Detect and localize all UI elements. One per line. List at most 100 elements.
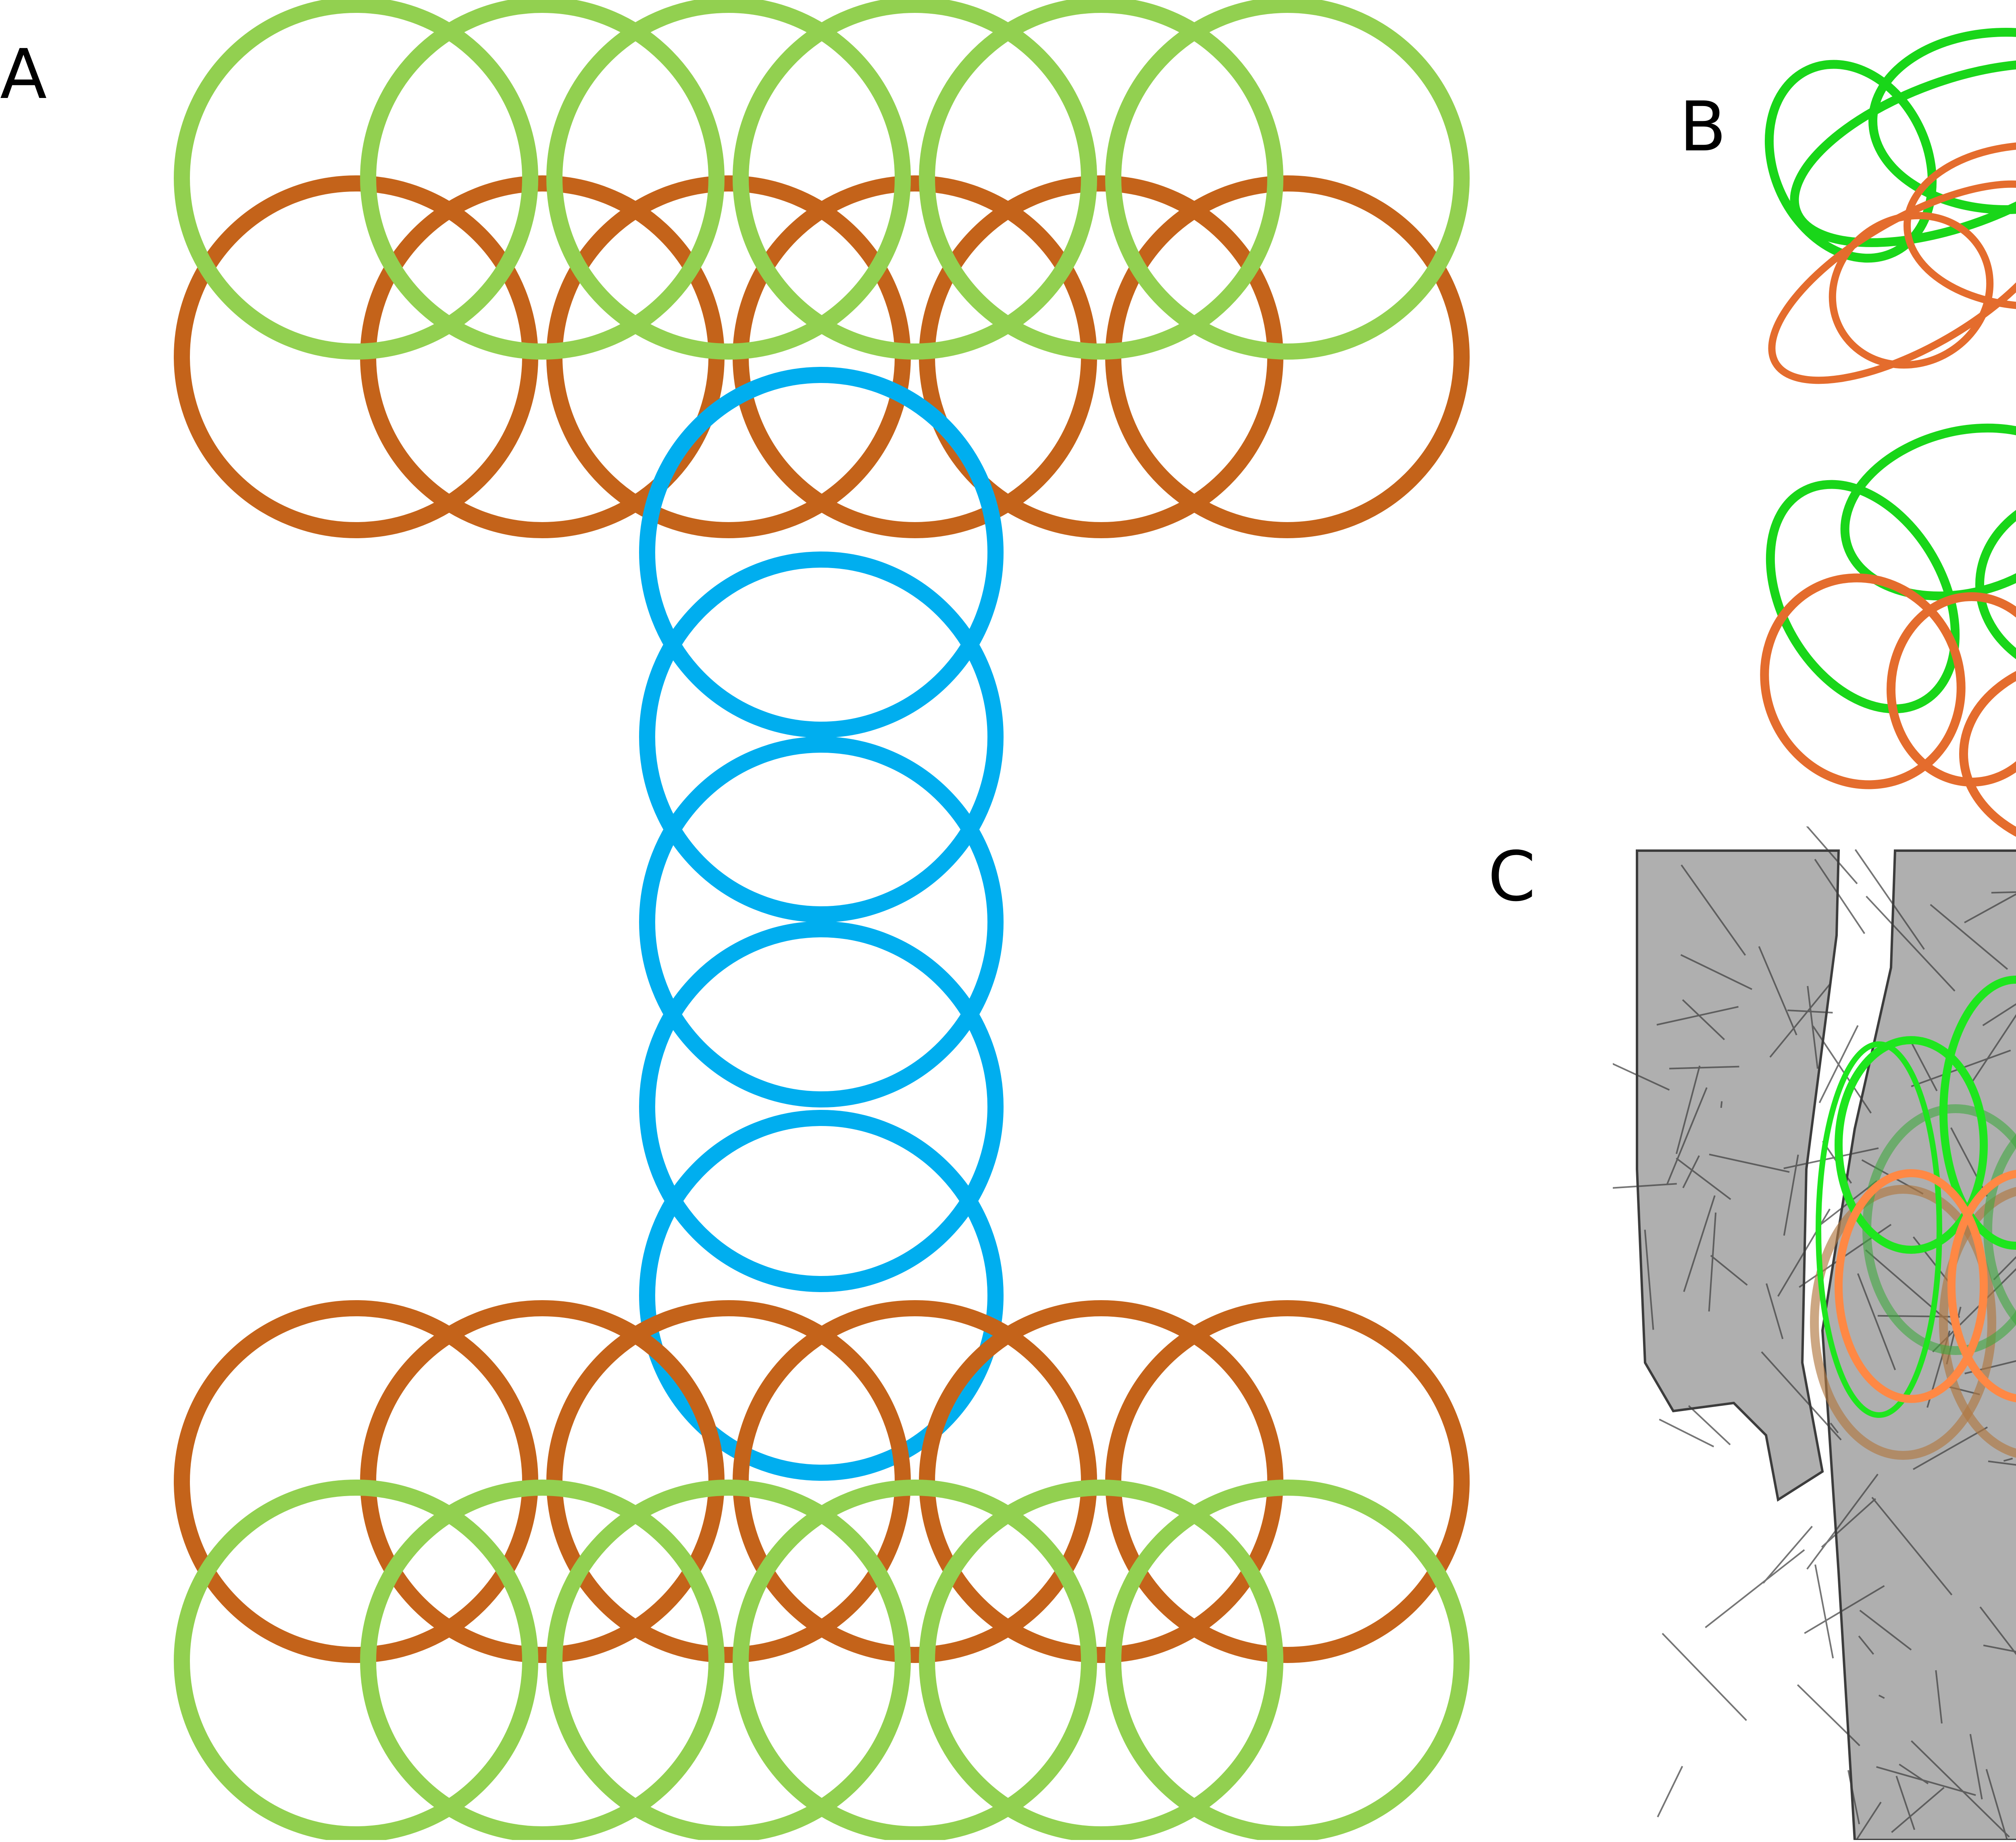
mesh-edge (1930, 904, 2008, 970)
mesh-edge (1935, 1670, 1943, 1724)
mesh-edge (1659, 1418, 1714, 1448)
mesh-edge (1682, 999, 1725, 1041)
panel-label-a: A (0, 35, 47, 114)
mesh-edge (1859, 1609, 1912, 1651)
mesh-edge (1708, 1212, 1717, 1312)
blue-coil-central (639, 921, 1004, 1292)
green-coil-bottom (546, 1480, 911, 1842)
mesh-edge (1657, 1766, 1683, 1817)
mesh-edge (1964, 893, 2016, 924)
mesh-edge (1806, 826, 1858, 885)
mesh-edge (1762, 1526, 1813, 1584)
mesh-edge (1993, 1256, 2016, 1280)
green-coil-top (733, 0, 1097, 360)
mesh-edge (1911, 1740, 2010, 1838)
orange-coil-upper (1768, 180, 2016, 384)
mesh-edge (1656, 1006, 1739, 1026)
mesh-edge (1613, 1063, 1670, 1091)
mesh-edge (1688, 1405, 1731, 1446)
green-coil-top (174, 0, 538, 360)
green-coil-top (1105, 0, 1470, 360)
mesh-edge (1761, 1351, 1842, 1440)
mesh-edge (1910, 1041, 1938, 1091)
mesh-edge (1991, 891, 2016, 894)
green-coil-front (1835, 1036, 1988, 1254)
green-coil-bottom (1105, 1480, 1470, 1842)
orange-coil-lower (1760, 573, 1966, 789)
panel-label-b: B (1679, 87, 1727, 167)
mesh-edge (1680, 954, 1752, 990)
mesh-edge (1766, 1283, 1784, 1339)
mesh-edge (1662, 1633, 1747, 1721)
panel-b-3d-coil-array (1760, 28, 2016, 837)
mesh-edge (2003, 1457, 2013, 1462)
mesh-edge (1758, 946, 1797, 1036)
mesh-edge (1807, 986, 1819, 1069)
mesh-edge (1682, 1155, 1700, 1188)
mesh-edge (1895, 1775, 1916, 1830)
mesh-edge (1783, 1147, 1879, 1170)
mesh-edge (1982, 1003, 2016, 1026)
green-coil-upper (1764, 60, 1937, 263)
mesh-edge (1613, 1183, 1677, 1189)
mesh-edge (1969, 1734, 1983, 1800)
mesh-edge (1899, 1763, 1929, 1785)
green-coil-back (1983, 1134, 2016, 1325)
panel-a-planar-coil-layout (174, 0, 1470, 1842)
mesh-edge (1681, 864, 1746, 956)
mesh-edge (1866, 895, 1956, 992)
blue-coil-central (639, 737, 1004, 1107)
mesh-edge (1814, 1564, 1834, 1659)
mesh-edge (1871, 1496, 1953, 1596)
mesh-edge (1666, 1087, 1708, 1184)
mesh-edge (1855, 1801, 1882, 1840)
mesh-edge (1709, 1153, 1790, 1173)
left-arm-mesh (1636, 849, 1840, 1502)
mesh-edge (1979, 1606, 2016, 1655)
mesh-edge (1988, 1460, 2016, 1466)
mesh-edge (1878, 1694, 1885, 1699)
green-coil-lower (1975, 510, 2016, 660)
mesh-edge (1683, 1195, 1716, 1292)
mesh-edge (1857, 1273, 1896, 1370)
blue-coil-central (639, 367, 1004, 738)
green-coil-top (919, 0, 1283, 360)
mesh-edge (1804, 1585, 1885, 1634)
mesh-edge (1876, 1766, 1976, 1796)
mesh-edge (1985, 1769, 2008, 1840)
orange-coil-back (1939, 1187, 2016, 1458)
green-coil-bottom (733, 1480, 1097, 1842)
mesh-edge (1972, 1014, 2016, 1082)
blue-coil-central (639, 552, 1004, 922)
green-coil-top (546, 0, 911, 360)
green-coil-lower (1766, 480, 1960, 714)
mesh-edge (1812, 1025, 1872, 1114)
mesh-edge (1675, 1066, 1701, 1154)
orange-coil-front (1835, 1169, 1988, 1403)
mesh-edge (1806, 1474, 1879, 1570)
mesh-edge (1783, 1154, 1799, 1236)
mesh-edge (1787, 1009, 1833, 1014)
green-coil-lower (1840, 423, 2016, 601)
mesh-edge (1858, 1635, 1874, 1655)
orange-coil-back (1810, 1185, 1996, 1460)
mesh-edge (1710, 1255, 1748, 1286)
mesh-edge (1705, 1549, 1805, 1628)
mesh-edge (1847, 1770, 1860, 1825)
mesh-edge (1830, 1422, 1839, 1434)
mesh-edge (1854, 849, 1925, 950)
orange-coil-lower (1959, 671, 2016, 837)
mesh-edge (1669, 1066, 1739, 1070)
mesh-edge (1913, 1426, 1988, 1470)
mesh-edge (1891, 1787, 1945, 1833)
green-coil-bottom (919, 1480, 1283, 1842)
blue-coil-central (639, 1110, 1004, 1481)
panel-c-body-model (1613, 826, 2016, 1840)
mesh-edge (1983, 1644, 2016, 1653)
green-coil-front (1939, 976, 2016, 1250)
mesh-edge (1769, 983, 1831, 1058)
green-coil-bottom (360, 1480, 725, 1842)
mesh-edge (1821, 1498, 1876, 1548)
